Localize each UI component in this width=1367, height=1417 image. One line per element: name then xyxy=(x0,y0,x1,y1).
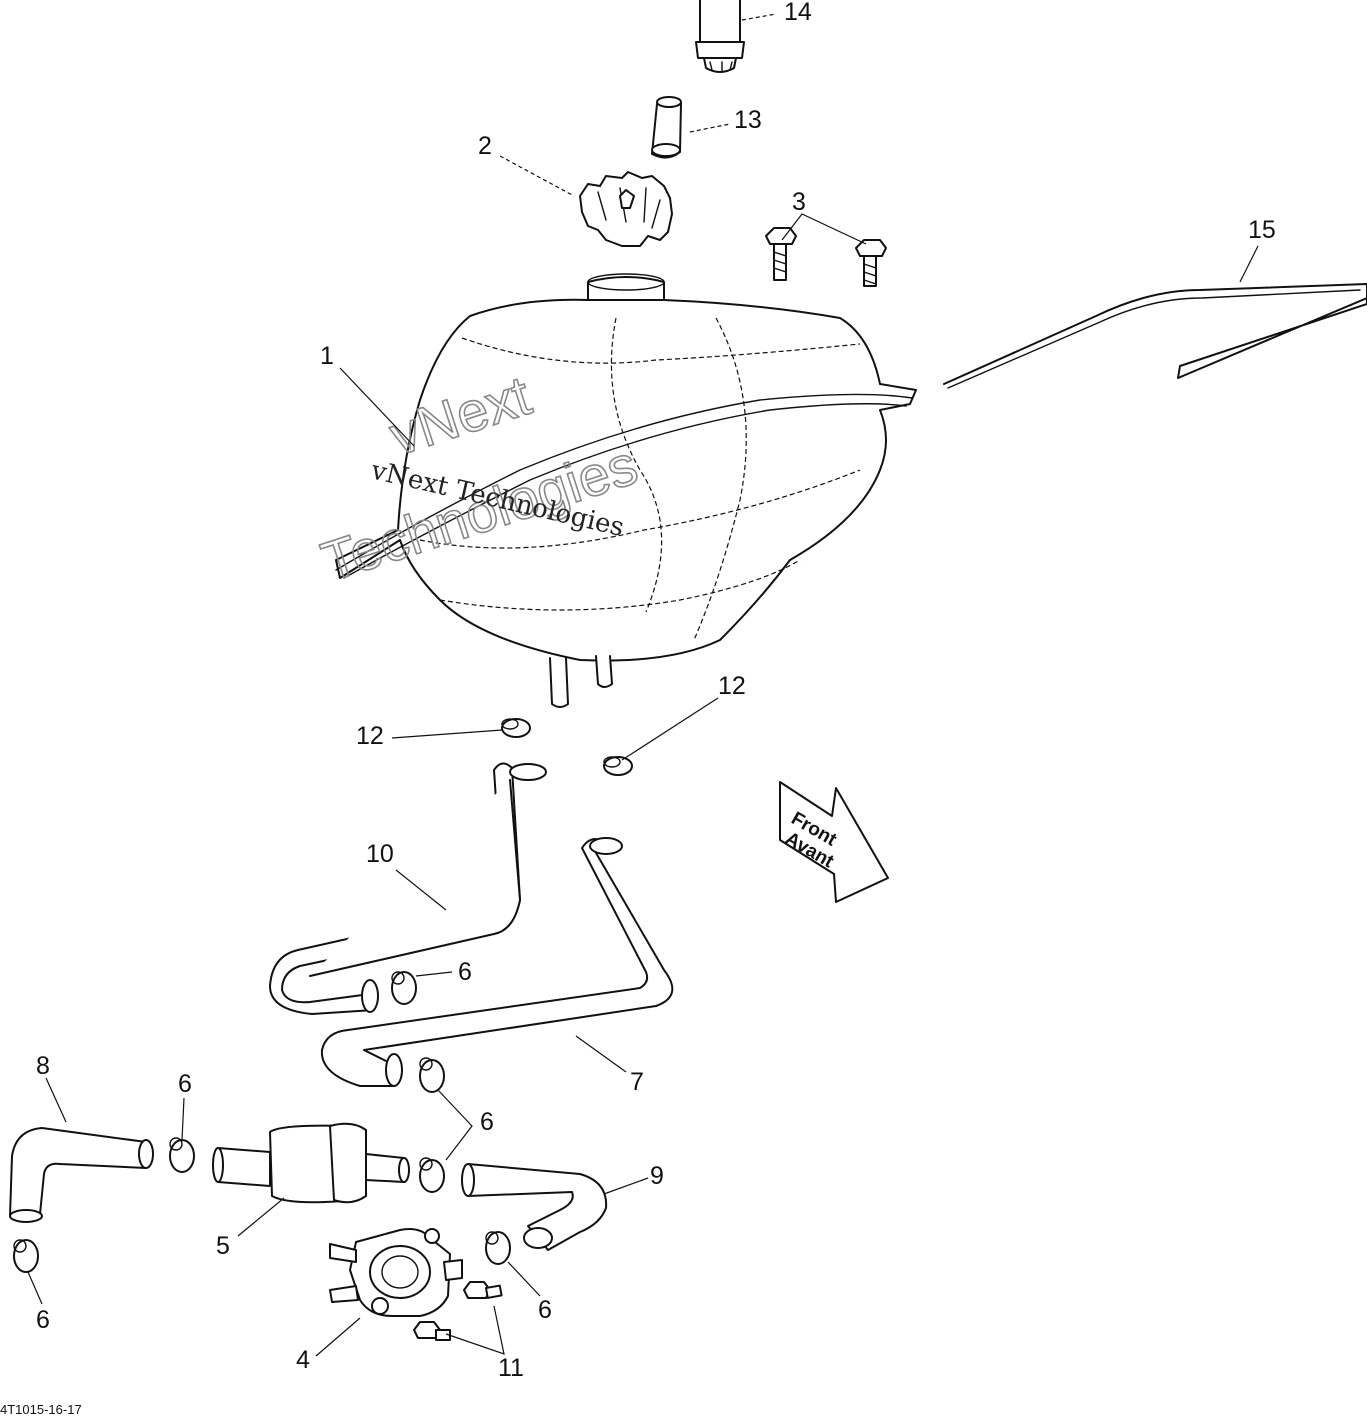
part-6-clamp-5 xyxy=(13,1239,39,1273)
part-1-fuel-tank xyxy=(335,273,917,708)
part-10-hose xyxy=(269,762,547,1015)
part-2-fuel-cap xyxy=(579,171,673,247)
part-6-clamp-1 xyxy=(391,971,417,1005)
callout-labels: 14 13 2 3 15 1 12 12 10 6 7 8 6 6 9 5 6 … xyxy=(36,0,1276,1382)
part-3-bolt-right xyxy=(855,239,887,287)
part-6-clamp-3 xyxy=(169,1137,195,1173)
callout-14: 14 xyxy=(784,0,812,26)
callout-6-top: 6 xyxy=(458,958,472,986)
part-11-bolt-lower xyxy=(413,1321,451,1341)
part-6-clamp-6 xyxy=(485,1231,511,1265)
callout-11: 11 xyxy=(498,1354,524,1382)
part-4-valve xyxy=(329,1228,463,1317)
part-5-fuel-filter xyxy=(212,1122,410,1204)
part-7-hose xyxy=(320,837,674,1087)
callout-4: 4 xyxy=(296,1346,310,1374)
callout-1: 1 xyxy=(320,342,334,370)
part-12-clamp-left xyxy=(501,718,531,738)
part-11-bolt-upper xyxy=(463,1281,503,1299)
callout-6-filter-left: 6 xyxy=(178,1070,192,1098)
part-9-elbow-hose xyxy=(461,1163,608,1251)
callout-9: 9 xyxy=(650,1162,664,1190)
part-6-clamp-4 xyxy=(419,1157,445,1193)
part-13-hose xyxy=(651,96,682,159)
front-direction-arrow: Front Avant xyxy=(779,781,889,903)
reference-code: 4T1015-16-17 xyxy=(0,1402,82,1417)
callout-12-right: 12 xyxy=(718,672,746,700)
callout-13: 13 xyxy=(734,106,762,134)
callout-5: 5 xyxy=(216,1232,230,1260)
callout-12-left: 12 xyxy=(356,722,384,750)
callout-6-bottom-left: 6 xyxy=(36,1306,50,1334)
part-12-clamp-right xyxy=(603,756,633,776)
callout-15: 15 xyxy=(1248,216,1276,244)
part-3-bolt-left xyxy=(765,227,797,281)
callout-3: 3 xyxy=(792,188,806,216)
callout-2: 2 xyxy=(478,132,492,160)
callout-7: 7 xyxy=(630,1068,644,1096)
part-15-strap xyxy=(943,283,1367,389)
part-8-elbow-hose xyxy=(9,1127,154,1223)
leader-lines xyxy=(27,13,1259,1357)
callout-10: 10 xyxy=(366,840,394,868)
callout-8: 8 xyxy=(36,1052,50,1080)
part-14-sensor xyxy=(695,0,745,73)
callout-6-bottom-right: 6 xyxy=(538,1296,552,1324)
callout-6-middle: 6 xyxy=(480,1108,494,1136)
part-6-clamp-2 xyxy=(419,1057,445,1093)
